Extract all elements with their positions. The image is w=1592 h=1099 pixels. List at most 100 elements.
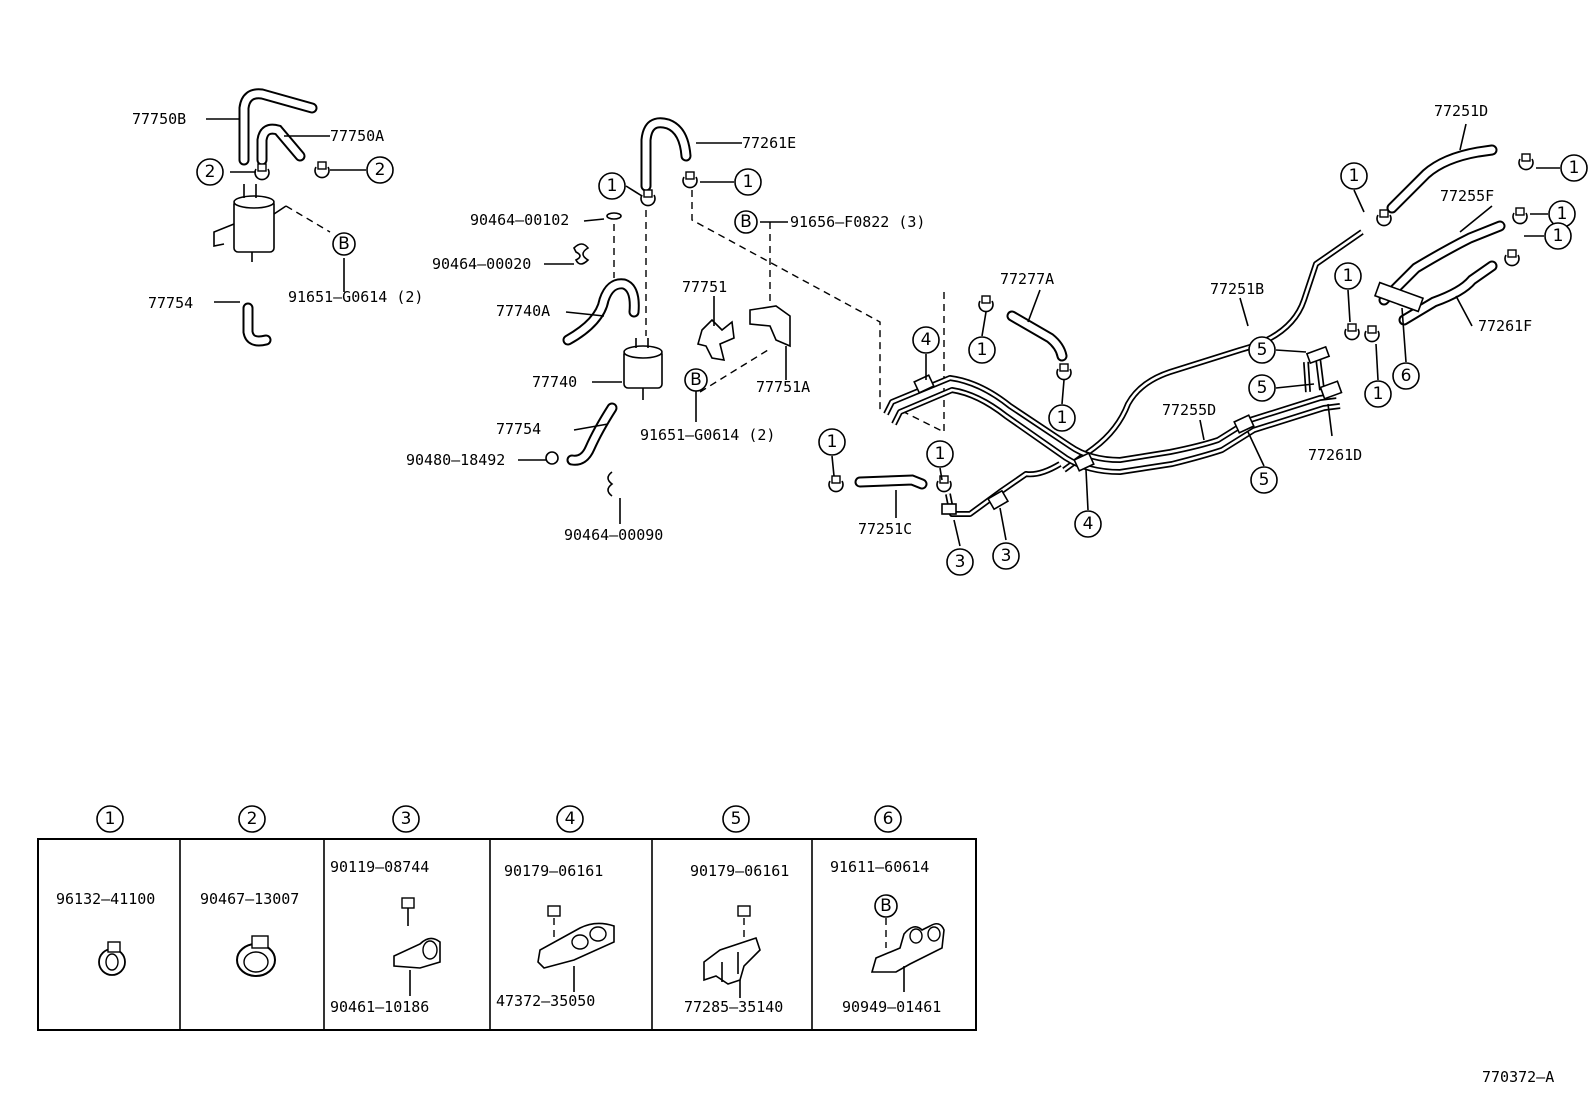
callout-bolt: B — [690, 370, 702, 390]
legend-part-90461-10186: 90461–10186 — [330, 998, 429, 1016]
legend-part-47372-35050: 47372–35050 — [496, 992, 595, 1010]
hose-clamp — [1518, 153, 1534, 171]
legend-key-1: 1 — [105, 809, 116, 829]
hose-clamp — [1504, 249, 1520, 267]
legend-key-2: 2 — [247, 809, 258, 829]
callout-5: 5 — [1257, 340, 1268, 360]
label-90464-00102: 90464–00102 — [470, 211, 569, 229]
legend-part-90949-01461: 90949–01461 — [842, 998, 941, 1016]
label-77261F: 77261F — [1478, 317, 1532, 335]
callout-1: 1 — [935, 444, 946, 464]
label-77255D: 77255D — [1162, 401, 1216, 419]
pipe-clamp-5 — [1305, 345, 1331, 365]
callout-1: 1 — [977, 340, 988, 360]
hose-clamp — [1364, 325, 1380, 343]
callout-1: 1 — [1349, 166, 1360, 186]
pipe-clamp-icon — [537, 905, 615, 992]
label-77740: 77740 — [532, 373, 577, 391]
label-77751: 77751 — [682, 278, 727, 296]
legend-part-91611-60614: 91611–60614 — [830, 858, 929, 876]
label-77754-mid: 77754 — [496, 420, 541, 438]
legend-bolt-mark: B — [880, 896, 892, 916]
callout-2: 2 — [205, 162, 216, 182]
hose-clamp — [936, 475, 952, 493]
label-90464-00090: 90464–00090 — [564, 526, 663, 544]
legend-part-90467-13007: 90467–13007 — [200, 890, 299, 908]
pipe-clamp-5 — [1319, 380, 1343, 400]
pipe-clamp-4 — [913, 374, 935, 394]
hose-clamp — [978, 295, 994, 313]
pipe-clamp-5 — [1233, 414, 1255, 434]
callout-5: 5 — [1259, 470, 1270, 490]
callout-1: 1 — [1569, 158, 1580, 178]
callout-1: 1 — [1057, 408, 1068, 428]
filter-assembly-left — [213, 88, 331, 347]
label-91651-G0614-mid: 91651–G0614 (2) — [640, 426, 775, 444]
double-clamp-icon: B — [870, 894, 945, 992]
label-77277A: 77277A — [1000, 270, 1054, 288]
legend-part-90179-06161-b: 90179–06161 — [690, 862, 789, 880]
label-77754: 77754 — [148, 294, 193, 312]
hose-clamp — [640, 189, 656, 207]
label-77751A: 77751A — [756, 378, 810, 396]
hose-clamp — [314, 161, 330, 179]
callout-3: 3 — [955, 552, 966, 572]
pipe-clamp-3 — [941, 503, 957, 515]
legend-part-96132-41100: 96132–41100 — [56, 890, 155, 908]
pipe-clamp-3 — [986, 489, 1010, 511]
legend-part-90179-06161: 90179–06161 — [504, 862, 603, 880]
legend-key-5: 5 — [731, 809, 742, 829]
label-77750A: 77750A — [330, 127, 384, 145]
legend-part-77285-35140: 77285–35140 — [684, 998, 783, 1016]
bolt-clamp-icon — [393, 897, 441, 996]
legend-key-3: 3 — [401, 809, 412, 829]
leader-lines — [206, 118, 1560, 547]
figure-id: 770372–A — [1482, 1068, 1554, 1086]
legend-key-6: 6 — [883, 809, 894, 829]
callout-1: 1 — [743, 172, 754, 192]
hose-clamp — [1056, 363, 1072, 381]
pipe-clamp-6 — [1373, 281, 1425, 313]
label-91651-G0614: 91651–G0614 (2) — [288, 288, 423, 306]
bracket-77751 — [697, 318, 735, 361]
callout-1: 1 — [1343, 266, 1354, 286]
label-90464-00020: 90464–00020 — [432, 255, 531, 273]
label-77251D: 77251D — [1434, 102, 1488, 120]
hose-clamp — [1512, 207, 1528, 225]
callout-1: 1 — [1373, 384, 1384, 404]
hose-clamp — [1344, 323, 1360, 341]
label-90480-18492: 90480–18492 — [406, 451, 505, 469]
label-77255F: 77255F — [1440, 187, 1494, 205]
hose-clamp — [254, 163, 270, 181]
label-91656-F0822: 91656–F0822 (3) — [790, 213, 925, 231]
callout-bolt: B — [338, 234, 350, 254]
callout-6: 6 — [1401, 366, 1412, 386]
legend-table: 1 2 3 4 5 6 96132–41100 90467–13007 9011… — [37, 805, 977, 1031]
callout-4: 4 — [921, 330, 932, 350]
hose-clamp-icon — [98, 941, 126, 976]
vsv-assembly-middle — [545, 117, 881, 497]
hose-clamp — [828, 475, 844, 493]
part-labels: 77750B 77750A 77754 91651–G0614 (2) 7726… — [132, 102, 1554, 1086]
label-77261E: 77261E — [742, 134, 796, 152]
callout-2: 2 — [375, 160, 386, 180]
legend-key-4: 4 — [565, 809, 576, 829]
label-77261D: 77261D — [1308, 446, 1362, 464]
legend-part-90119-08744: 90119–08744 — [330, 858, 429, 876]
band-clamp-icon — [236, 935, 276, 977]
hose-clamp — [682, 171, 698, 189]
callout-3: 3 — [1001, 546, 1012, 566]
pipe-clip-icon — [703, 905, 761, 998]
callouts: 2 2 B 1 1 B B 4 1 1 1 1 3 3 4 5 5 5 1 1 … — [196, 154, 1588, 576]
callout-1: 1 — [607, 176, 618, 196]
pipe-clamp-4 — [1073, 452, 1095, 472]
callout-1: 1 — [1557, 204, 1568, 224]
callout-4: 4 — [1083, 514, 1094, 534]
callout-5: 5 — [1257, 378, 1268, 398]
label-77251C: 77251C — [858, 520, 912, 538]
label-77750B: 77750B — [132, 110, 186, 128]
bracket-77751A — [749, 305, 791, 348]
label-77251B: 77251B — [1210, 280, 1264, 298]
callout-1: 1 — [1553, 226, 1564, 246]
